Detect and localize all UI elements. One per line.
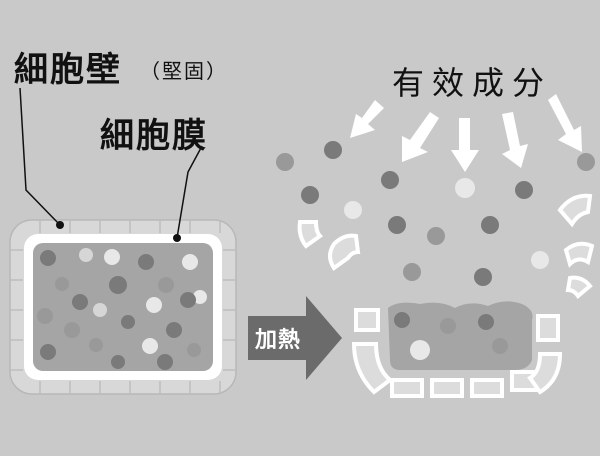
nutrients-label: 有效成分 bbox=[392, 64, 553, 102]
arrow-right-icon bbox=[248, 296, 342, 380]
cell-wall-leader bbox=[19, 87, 61, 226]
cell-membrane-leader bbox=[176, 145, 203, 239]
cell-membrane-label: 細胞膜 bbox=[100, 116, 208, 156]
arrow-down-icon bbox=[451, 118, 479, 172]
arrow-down-icon bbox=[548, 94, 582, 152]
wall-fragments bbox=[297, 193, 595, 398]
arrow-down-icon bbox=[402, 112, 439, 162]
cell-membrane-leader-dot bbox=[173, 234, 181, 242]
cytoplasm-remains bbox=[388, 301, 533, 370]
cell-wall-leader-dot bbox=[56, 221, 64, 229]
release-arrows bbox=[350, 94, 582, 172]
cell-contents bbox=[37, 248, 207, 370]
broken-cell bbox=[276, 94, 595, 398]
intact-cell bbox=[9, 219, 237, 395]
broken-cell-contents bbox=[394, 312, 508, 360]
released-particles bbox=[276, 141, 595, 286]
heat-label: 加熱 bbox=[255, 328, 302, 353]
leader-lines bbox=[19, 87, 203, 239]
cell-wall-note: （堅固） bbox=[140, 59, 228, 83]
cell-wall-segments bbox=[10, 220, 236, 394]
arrow-down-icon bbox=[350, 100, 384, 138]
cytoplasm bbox=[33, 243, 213, 371]
cell-wall-label: 細胞壁 bbox=[14, 50, 122, 90]
arrow-down-icon bbox=[502, 112, 528, 168]
